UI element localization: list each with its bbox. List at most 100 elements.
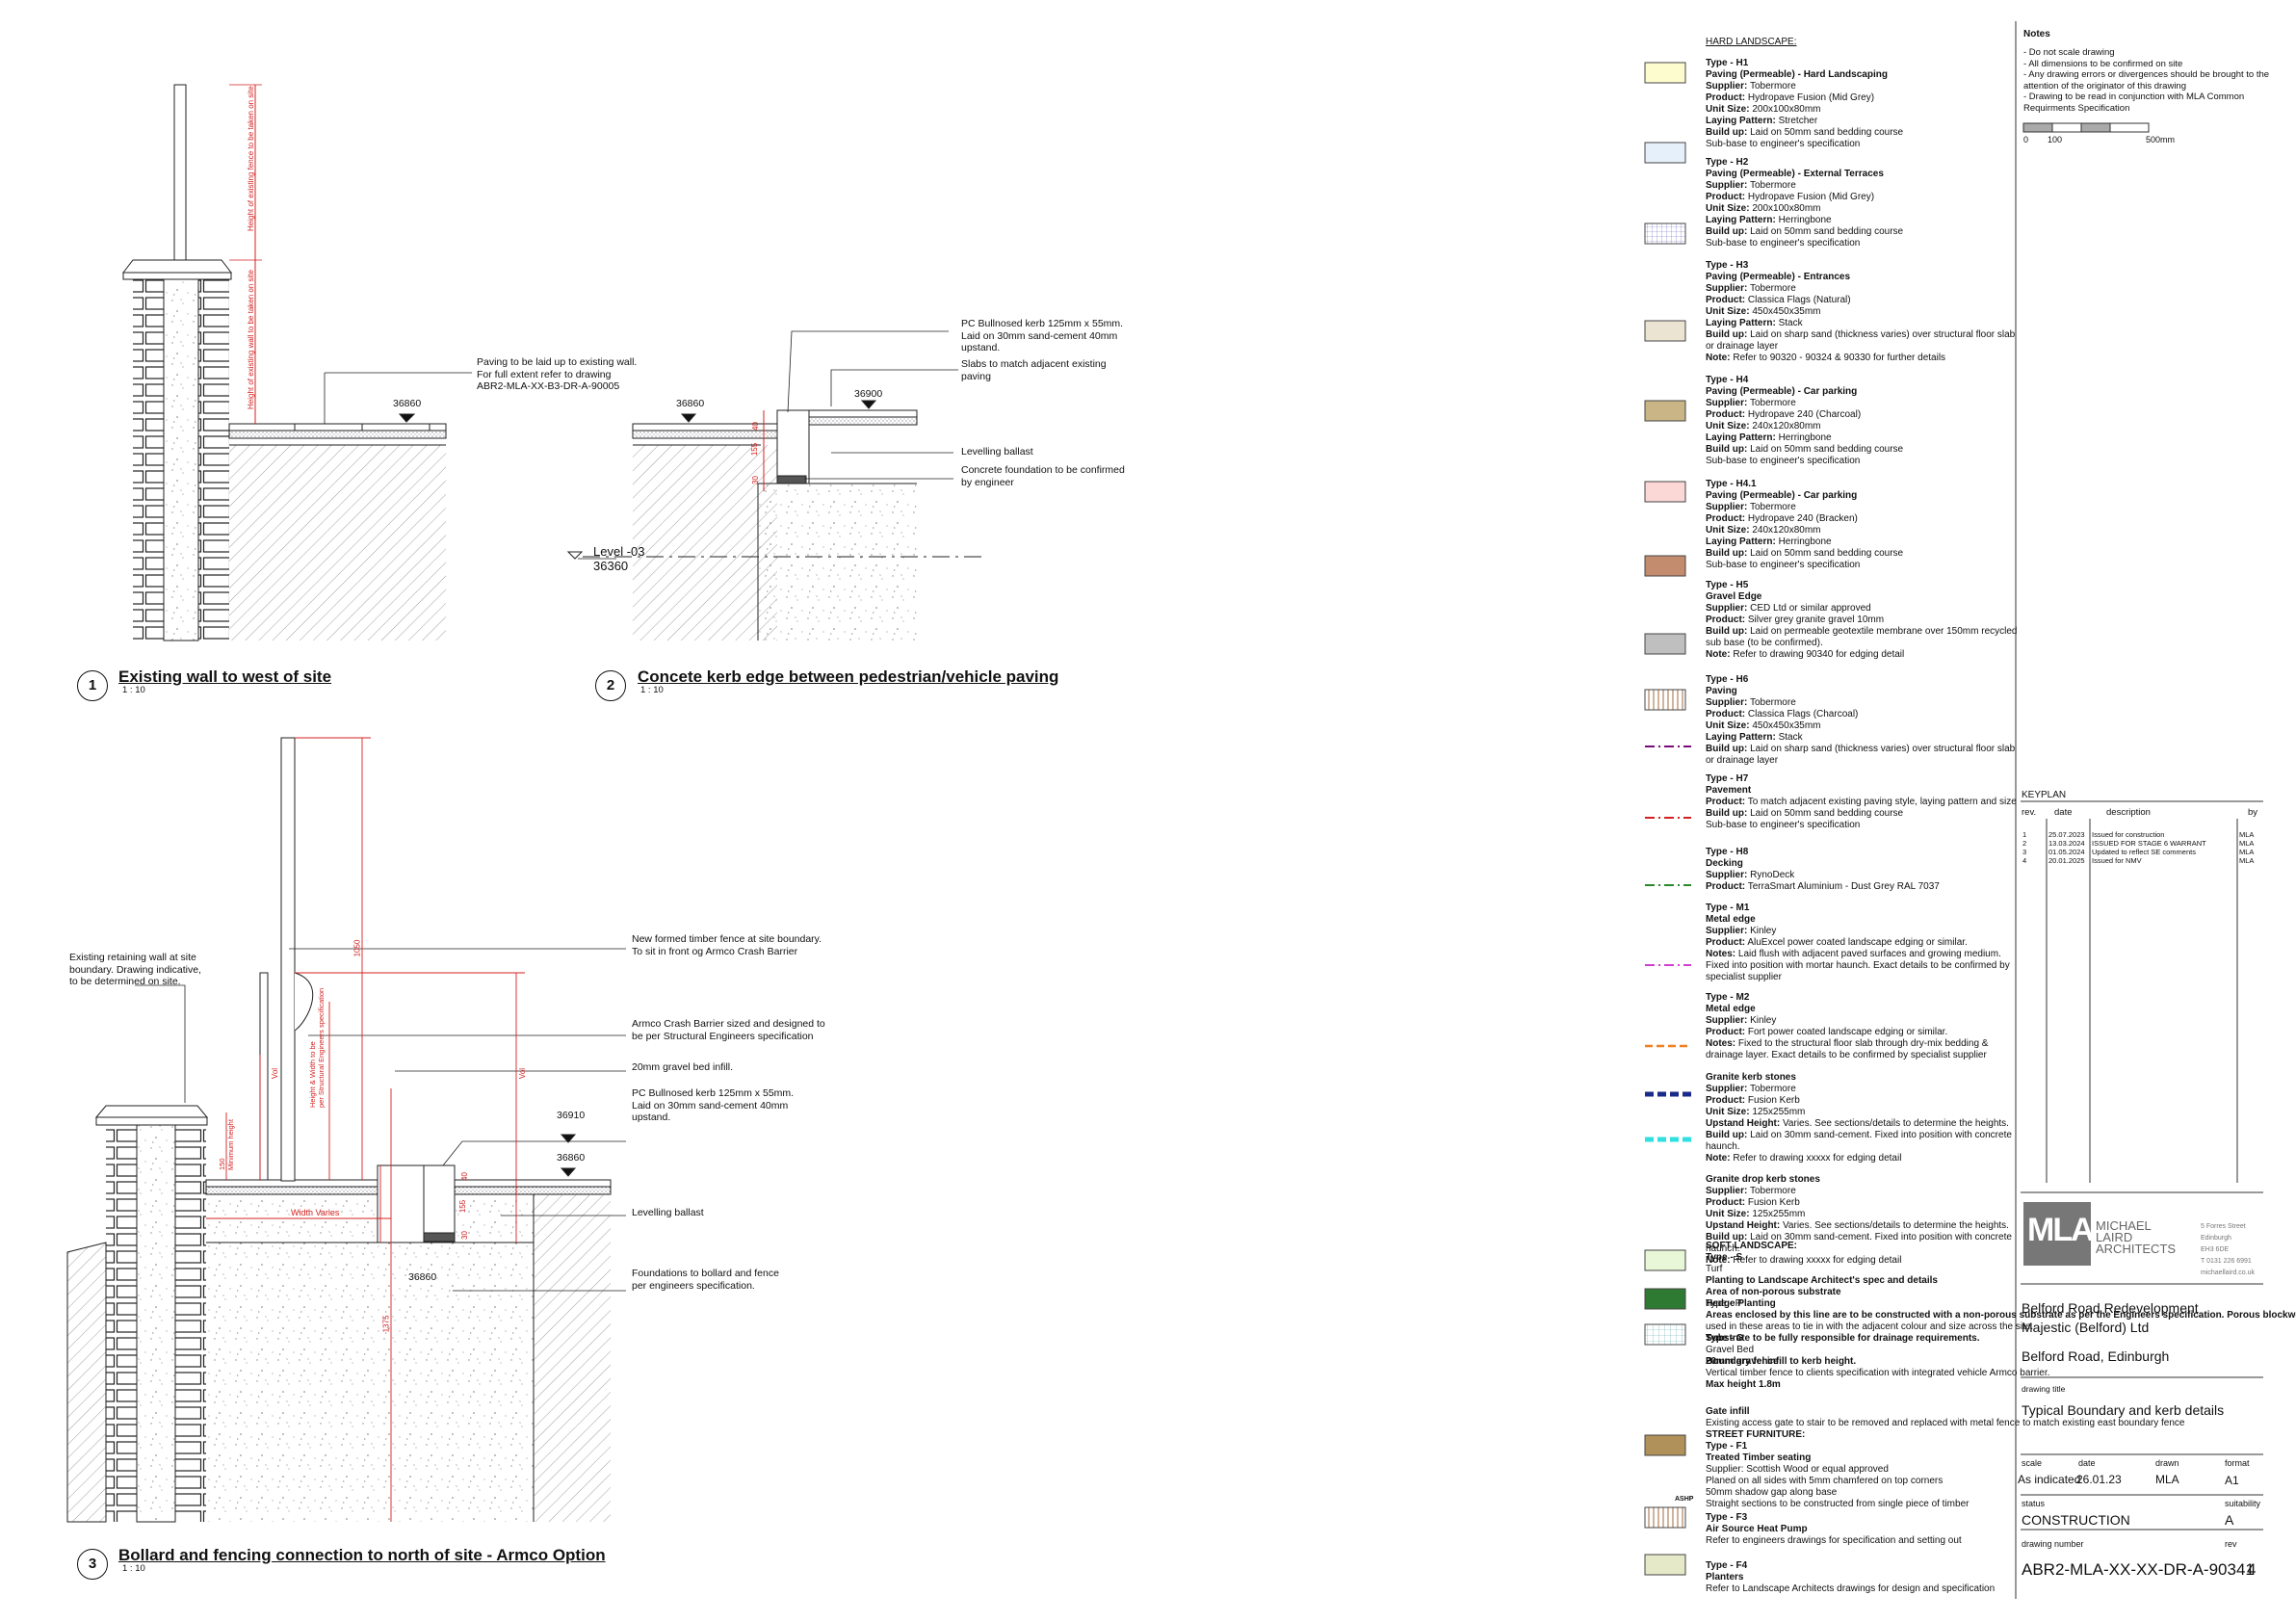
suitability-value: A: [2225, 1512, 2234, 1528]
legend-line-value: Sub-base to engineer's specification: [1706, 238, 1861, 249]
legend-item-type: Type - H4.1: [1706, 479, 1757, 489]
legend-line-key: Laying Pattern:: [1706, 318, 1776, 328]
legend-line-value: TerraSmart Aluminium - Dust Grey RAL 703…: [1747, 881, 1940, 892]
detail-2-dim-b: 155: [750, 442, 760, 457]
drawing-title-label: drawing title: [2022, 1384, 2066, 1394]
legend-soft-line: Boundary fence: [1706, 1356, 1779, 1367]
drawing-number-label: drawing number: [2022, 1539, 2084, 1549]
revision-cell: Issued for construction: [2092, 830, 2165, 839]
legend-line-key: Product:: [1706, 615, 1746, 625]
detail-3-level-2: 36860: [557, 1152, 586, 1164]
address-line: 5 Forres Street: [2201, 1223, 2246, 1230]
detail-3-note-fence: New formed timber fence at site boundary…: [632, 933, 822, 957]
legend-line-value: Classica Flags (Natural): [1747, 295, 1851, 305]
legend-line-key: Build up:: [1706, 444, 1748, 455]
legend-item-line: Build up: Laid on 50mm sand bedding cour…: [1706, 808, 2023, 820]
legend-line-key: Supplier:: [1706, 502, 1748, 512]
legend-line-key: Note:: [1706, 649, 1731, 660]
legend-item-line: Unit Size: 200x100x80mm: [1706, 104, 2023, 116]
legend-item-name: Paving: [1706, 686, 1737, 696]
detail-3-dim-150: 150 Minimum height: [218, 1119, 235, 1170]
legend-soft-line: Gravel Bed: [1706, 1345, 1755, 1355]
legend-item-line: Unit Size: 125x255mm: [1706, 1209, 2023, 1220]
legend-line-value: 125x255mm: [1752, 1107, 1806, 1117]
legend-soft-line: Gate infill: [1706, 1406, 1750, 1417]
legend-line-value: Fixed to the structural floor slab throu…: [1706, 1038, 1989, 1060]
legend-line-key: Supplier:: [1706, 1084, 1748, 1094]
detail-1-number: 1: [77, 670, 108, 701]
scalebar-500: 500mm: [2146, 135, 2176, 144]
suitability-label: suitability: [2225, 1499, 2261, 1508]
legend-line-value: 450x450x35mm: [1752, 306, 1821, 317]
detail-3-note-foundations: Foundations to bollard and fence per eng…: [632, 1268, 779, 1292]
legend-item-line: Note: Refer to 90320 - 90324 & 90330 for…: [1706, 353, 2023, 364]
legend-line-key: Unit Size:: [1706, 421, 1750, 432]
detail-2-dim-c: 30: [750, 476, 760, 484]
rev-header-rev: rev.: [2022, 807, 2037, 818]
legend-item-line: Supplier: CED Ltd or similar approved: [1706, 603, 2023, 615]
detail-3-dim-vol-2: Vol: [518, 1067, 528, 1080]
rev-label: rev: [2225, 1539, 2237, 1549]
detail-1-title: Existing wall to west of site: [118, 667, 332, 686]
legend-line-value: Sub-base to engineer's specification: [1706, 560, 1861, 570]
legend-item-name: Paving (Permeable) - Entrances: [1706, 272, 1851, 282]
legend-line-value: Tobermore: [1749, 81, 1796, 92]
legend-line-value: Herringbone: [1778, 432, 1832, 443]
legend-line-key: Product:: [1706, 192, 1746, 202]
legend-line-value: Tobermore: [1749, 697, 1796, 708]
legend-item-line: Laying Pattern: Stretcher: [1706, 116, 2023, 127]
legend-line-value: 450x450x35mm: [1752, 720, 1821, 731]
legend-line-key: Supplier:: [1706, 603, 1748, 614]
legend-line-key: Supplier:: [1706, 398, 1748, 408]
revision-cell: 13.03.2024: [2048, 839, 2085, 848]
legend-soft-line: Planting to Landscape Architect's spec a…: [1706, 1275, 1938, 1286]
legend-line-value: Tobermore: [1749, 283, 1796, 294]
legend-line-value: Stack: [1778, 318, 1803, 328]
legend-item-line: Sub-base to engineer's specification: [1706, 238, 2023, 249]
legend-line-value: Fort power coated landscape edging or si…: [1747, 1027, 1948, 1037]
detail-3-dim-armco: Height & Width to be per Structural Engi…: [308, 987, 326, 1108]
legend-item-name: Gravel Edge: [1706, 591, 1762, 602]
legend-line-key: Build up:: [1706, 226, 1748, 237]
legend-line-key: Unit Size:: [1706, 720, 1750, 731]
legend-line-value: Kinley: [1750, 926, 1777, 936]
legend-line-value: Kinley: [1750, 1015, 1777, 1026]
rev-header-date: date: [2054, 807, 2073, 818]
scale-label: scale: [2022, 1458, 2043, 1468]
furniture-type: Type - F4: [1706, 1560, 1748, 1571]
scale-value: As indicated: [2018, 1473, 2081, 1486]
legend-line-value: Laid on 30mm sand-cement. Fixed into pos…: [1706, 1232, 2012, 1254]
detail-3-dim-1050: 1050: [352, 939, 362, 957]
legend-item-line: Product: Classica Flags (Natural): [1706, 295, 2023, 306]
legend-line-value: Laid on sharp sand (thickness varies) ov…: [1706, 744, 2016, 766]
legend-item-line: Product: AluExcel power coated landscape…: [1706, 937, 2023, 949]
legend-item-line: Product: Classica Flags (Charcoal): [1706, 709, 2023, 720]
legend-line-key: Build up:: [1706, 1130, 1748, 1140]
notes-heading: Notes: [2023, 29, 2050, 39]
detail-3-dim-30: 30: [459, 1231, 469, 1240]
legend-item-name: Metal edge: [1706, 914, 1756, 925]
legend-soft-line: Type - S: [1706, 1252, 1743, 1263]
legend-line-key: Build up:: [1706, 626, 1748, 637]
revision-cell: MLA: [2239, 848, 2255, 856]
legend-line-value: 125x255mm: [1752, 1209, 1806, 1219]
address-line: T 0131 226 6991: [2201, 1258, 2252, 1265]
legend-item-line: Unit Size: 450x450x35mm: [1706, 720, 2023, 732]
detail-3-note-ballast: Levelling ballast: [632, 1207, 704, 1218]
legend-soft-line: Existing access gate to stair to be remo…: [1706, 1418, 2185, 1428]
legend-item-line: Product: Hydropave Fusion (Mid Grey): [1706, 192, 2023, 203]
legend-item-line: Product: Silver grey granite gravel 10mm: [1706, 615, 2023, 626]
client-name: Majestic (Belford) Ltd: [2022, 1320, 2150, 1335]
revision-cell: 3: [2022, 848, 2027, 856]
revision-cell: MLA: [2239, 830, 2255, 839]
detail-1-linework: [121, 84, 472, 641]
legend-soft-line: Type - P: [1706, 1298, 1742, 1309]
legend-item-line: Note: Refer to drawing 90340 for edging …: [1706, 649, 2023, 661]
legend-line-key: Unit Size:: [1706, 104, 1750, 115]
legend-line-value: Tobermore: [1749, 398, 1796, 408]
legend-item-type: Type - H6: [1706, 674, 1749, 685]
rev-header-by: by: [2248, 807, 2258, 818]
